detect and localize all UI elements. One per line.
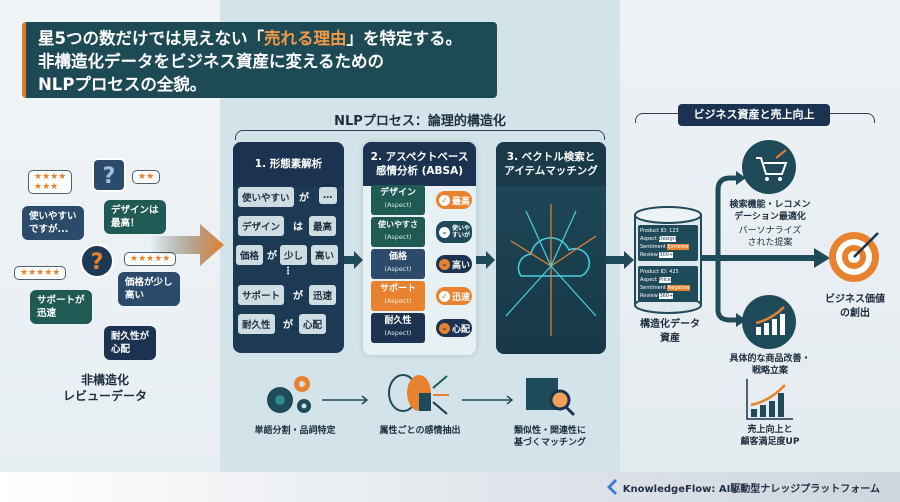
review-bubble: サポートが 迅速 [30, 290, 92, 324]
footer-brand-row: KnowledgeFlow: AI駆動型ナレッジプラットフォーム [605, 479, 880, 495]
improvement-caption: 具体的な商品改善・ 戦略立案 [729, 354, 811, 376]
headline-line1: 星5つの数だけでは見えない「売れる理由」を特定する。 [38, 27, 485, 50]
particle: が [267, 251, 277, 262]
step1-panel: 1. 形態素解析 使いやすい が … デザイン は 最高 価格 が 少し 高い … [233, 142, 344, 353]
step1-caption: 単語分割・品詞特定 [254, 426, 336, 436]
box-search-icon [526, 378, 576, 417]
step2-panel: 2. アスペクトベース 感情分析 (ABSA) デザイン(Aspect) ✓最高… [363, 142, 476, 355]
arrow-right-icon [322, 395, 369, 405]
data-record: Product ID: 123 Aspect Design Sentiment … [638, 225, 698, 261]
input-arrow-icon [150, 224, 224, 266]
recommendation-title: 検索機能・レコメン デーション最適化 [729, 200, 811, 222]
token-chip: 迅速 [309, 285, 337, 305]
aspect-usability: 使いやすさ(Aspect) [371, 217, 425, 247]
business-value-caption: ビジネス価値 の創出 [825, 294, 885, 319]
star-rating: ★★★★★ [14, 266, 67, 280]
star-rating: ★★ [132, 170, 161, 184]
particle: は [293, 222, 303, 233]
branch-arrows [700, 171, 830, 327]
sentiment-positive: ✓最高 [436, 191, 472, 209]
vector-cloud-icon [505, 204, 597, 336]
sales-chart-icon [746, 379, 793, 420]
unstructured-data-caption: 非構造化 レビューデータ [62, 373, 147, 403]
business-heading: ビジネス資産と売上向上 [678, 104, 830, 126]
recommendation-subtitle: パーソナライズ された提案 [738, 226, 802, 248]
db-caption: 構造化データ 資産 [640, 319, 700, 344]
step3-caption: 類似性・関連性に 基づくマッチング [513, 426, 586, 448]
sentiment-negative: –高い [436, 255, 472, 273]
token-chip: 高い [311, 245, 339, 265]
headline-post: 」を特定する。 [346, 29, 462, 48]
particle: が [299, 193, 309, 204]
headline-highlight: 売れる理由 [263, 29, 347, 48]
review-bubble: 使いやすい ですが... [22, 206, 84, 240]
sentiment-negative: –心配 [436, 319, 472, 337]
step3-panel: 3. ベクトル検索と アイテムマッチング [496, 142, 606, 354]
step2-title: 2. アスペクトベース 感情分析 (ABSA) [363, 142, 476, 186]
review-bubble: デザインは 最高！ [104, 200, 166, 234]
sentiment-positive: ✓迅速 [436, 287, 472, 305]
sales-caption: 売上向上と 顧客満足度UP [740, 425, 800, 447]
sentiment-neutral: –使いやすいが [436, 221, 472, 243]
brain-icon [388, 374, 449, 415]
growth-chart-icon [742, 295, 796, 349]
ellipsis: ⋮ [283, 266, 293, 277]
token-chip: サポート [238, 285, 285, 305]
particle: が [293, 291, 303, 302]
step1-title: 1. 形態素解析 [233, 142, 344, 186]
aspect-durability: 耐久性(Aspect) [371, 313, 425, 343]
headline-box: 星5つの数だけでは見えない「売れる理由」を特定する。 非構造化データをビジネス資… [22, 22, 497, 98]
review-bubble: 耐久性が 心配 [104, 326, 157, 360]
token-chip: … [319, 187, 337, 204]
footer-bar: KnowledgeFlow: AI駆動型ナレッジプラットフォーム [0, 472, 900, 502]
particle: が [283, 320, 293, 331]
token-chip: デザイン [238, 216, 285, 236]
nlp-bracket [235, 130, 605, 140]
question-circle-icon: ? [80, 244, 114, 278]
headline-line3: NLPプロセスの全貌。 [38, 75, 207, 94]
token-chip: 耐久性 [238, 314, 275, 334]
token-chip: 使いやすい [238, 187, 294, 207]
aspect-support: サポート(Aspect) [371, 281, 425, 311]
token-chip: 少し [280, 245, 308, 265]
nlp-heading: NLPプロセス：論理的構造化 [334, 114, 506, 129]
arrow-right-icon [476, 251, 495, 269]
data-record: Product ID: 425 Aspect Price Sentiment N… [638, 266, 698, 302]
star-rating: ★★★★★★★ [28, 170, 73, 194]
review-bubble: 価格が少し 高い [118, 272, 180, 306]
gears-icon [267, 376, 311, 413]
headline-pre: 星5つの数だけでは見えない「 [38, 29, 264, 48]
arrow-right-icon [344, 251, 363, 269]
token-chip: 心配 [299, 314, 327, 334]
aspect-price: 価格(Aspect) [371, 249, 425, 279]
aspect-design: デザイン(Aspect) [371, 185, 425, 215]
token-chip: 価格 [236, 245, 264, 265]
question-bubble-icon: ? [92, 158, 126, 192]
arrow-right-icon [606, 251, 634, 269]
cart-icon [742, 140, 796, 194]
arrow-right-icon [462, 395, 514, 405]
step2-caption: 属性ごとの感情抽出 [379, 426, 461, 436]
headline-line2: 非構造化データをビジネス資産に変えるための [38, 52, 385, 71]
knowledgeflow-logo-icon [606, 479, 617, 495]
target-icon [829, 232, 879, 282]
token-chip: 最高 [309, 216, 337, 236]
step3-title: 3. ベクトル検索と アイテムマッチング [496, 142, 606, 186]
footer-brand: KnowledgeFlow: AI駆動型ナレッジプラットフォーム [622, 483, 880, 495]
